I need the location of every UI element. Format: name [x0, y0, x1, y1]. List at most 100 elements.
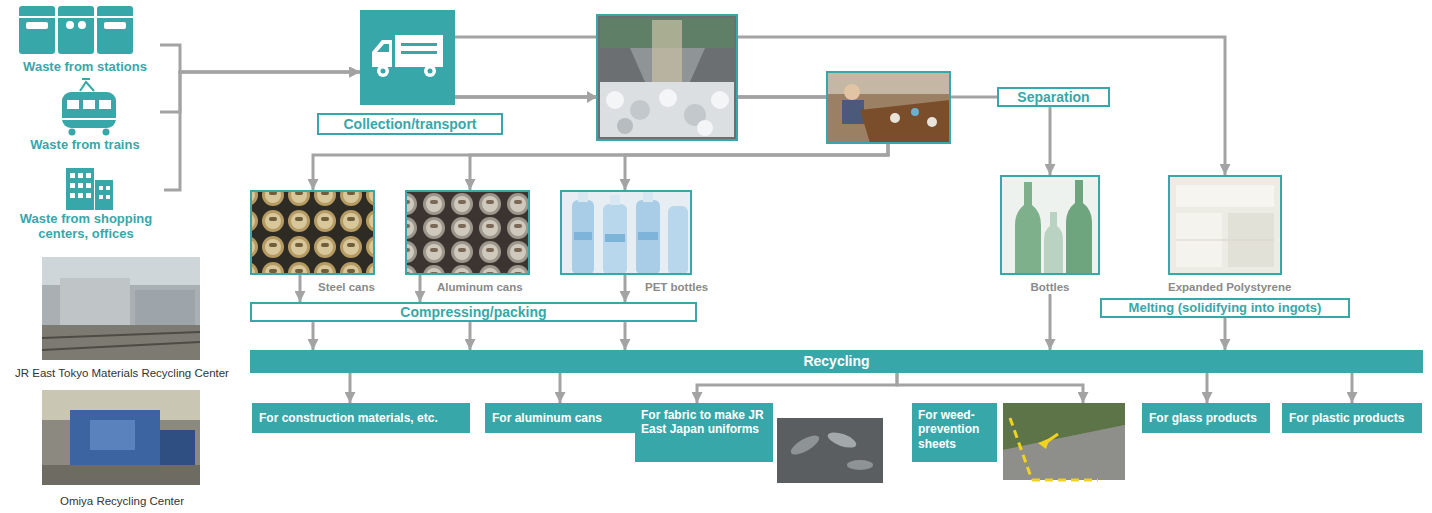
- sorting-line-photo-part: [597, 15, 737, 140]
- pet-bottles-photo-part: [603, 204, 627, 275]
- process-label: Recycling: [803, 353, 869, 370]
- pet-bottles-photo-part: [560, 190, 692, 275]
- process-box: Melting (solidifying into ingots): [1100, 298, 1350, 318]
- building-icon-part: [70, 193, 75, 198]
- building-icon-part: [66, 168, 94, 210]
- flow-connector: [897, 373, 1083, 403]
- sorting-line-photo-part: [659, 89, 677, 107]
- station-bins-icon-part: [19, 6, 55, 54]
- station-bins-icon-part: [104, 22, 126, 29]
- train-icon-part: [82, 78, 90, 80]
- source-label: Waste from shopping centers, offices: [8, 212, 164, 242]
- building-icon-part: [86, 193, 91, 198]
- hand-sorting-photo-part: [844, 84, 860, 100]
- omiya-center-photo-part: [160, 430, 195, 470]
- photo-caption: JR East Tokyo Materials Recycling Center: [4, 366, 240, 380]
- truck-icon-part: [377, 65, 389, 77]
- flow-connector: [1351, 373, 1354, 403]
- weed-sheet-photo-part: [1045, 434, 1058, 443]
- material-photo-box: Steel cans: [250, 190, 375, 275]
- hand-sorting-photo-part: [927, 117, 937, 127]
- tokyo-center-photo-part: [42, 342, 200, 350]
- train-icon-part: [99, 100, 111, 109]
- flow-connector: [349, 373, 352, 403]
- building-icon-part: [86, 173, 91, 178]
- output-box: For aluminum cans: [485, 403, 637, 433]
- sorting-line-photo: [597, 15, 737, 140]
- source-node: Waste from trains: [10, 86, 160, 153]
- flow-connector: [312, 322, 315, 350]
- output-box: For weed-prevention sheets: [912, 403, 1125, 480]
- pet-bottles-photo-part: [572, 200, 594, 275]
- weed-sheet-photo-part: [1032, 479, 1098, 482]
- process-label: For construction materials, etc.: [259, 411, 438, 425]
- truck-icon-part: [395, 35, 443, 67]
- source-node: Waste from stations: [10, 4, 160, 75]
- sorting-line-photo-part: [711, 91, 729, 109]
- steel-cans-photo: [250, 190, 375, 275]
- train-icon: [62, 79, 116, 136]
- output-label-box: For fabric to make JR East Japan uniform…: [635, 403, 773, 462]
- hand-sorting-photo: [827, 72, 950, 143]
- pet-bottles-photo-part: [638, 232, 658, 240]
- truck-icon-part: [372, 40, 392, 67]
- uniform-fabric-photo-part: [777, 418, 883, 483]
- building-icon-part: [86, 183, 91, 188]
- aluminum-cans-photo-part: [405, 190, 530, 275]
- tokyo-center-photo-part: [42, 325, 200, 360]
- truck-icon-part: [401, 43, 437, 46]
- building-icon-part: [106, 195, 110, 199]
- tokyo-center-photo-part: [42, 332, 200, 338]
- transport-node: Collection/transport: [360, 10, 455, 105]
- truck-icon: [360, 10, 455, 105]
- building-icon: [66, 168, 113, 210]
- material-photo-box: Expanded Polystyrene: [1168, 175, 1282, 294]
- output-label: For fabric to make JR East Japan uniform…: [641, 408, 767, 437]
- station-bins-icon-part: [78, 21, 86, 29]
- material-photo-box: PET bottles: [560, 190, 692, 275]
- train-icon-part: [83, 100, 95, 109]
- pet-bottles-photo-part: [574, 232, 592, 240]
- sorting-line-photo-part: [630, 100, 650, 120]
- weed-sheet-photo-part: [1010, 418, 1032, 480]
- building-icon-part: [99, 186, 103, 190]
- glass-bottles-photo-part: [1015, 182, 1041, 275]
- source-node: Waste from shopping centers, offices: [8, 164, 164, 242]
- uniform-fabric-photo: [777, 418, 883, 483]
- sorting-line-photo-part: [652, 20, 682, 82]
- photo-caption: PET bottles: [645, 280, 708, 294]
- photo-frame: [1000, 175, 1100, 275]
- uniform-fabric-photo-part: [847, 460, 873, 470]
- train-icon-part: [62, 92, 116, 128]
- tokyo-center-photo: [42, 257, 200, 360]
- flow-connector: [469, 322, 472, 350]
- polystyrene-photo-part: [1176, 185, 1274, 207]
- uniform-fabric-photo-part: [788, 432, 822, 458]
- omiya-center-photo-part: [42, 465, 200, 485]
- output-box: For fabric to make JR East Japan uniform…: [635, 403, 883, 483]
- material-photo-box: Bottles: [1000, 175, 1100, 294]
- steel-cans-photo-part: [250, 190, 375, 275]
- station-bins-icon-part: [58, 6, 94, 54]
- flow-connector: [624, 275, 627, 302]
- flow-arrowhead: [587, 91, 597, 103]
- sorting-line-photo-part: [597, 15, 737, 140]
- flow-connector: [455, 37, 1225, 175]
- uniform-fabric-photo-part: [826, 429, 858, 451]
- glass-bottles-photo-part: [1000, 175, 1100, 275]
- station-bins-icon-part: [19, 16, 55, 18]
- building-icon-part: [78, 183, 83, 188]
- truck-icon-part: [381, 69, 386, 74]
- building-icon-part: [95, 180, 113, 210]
- process-box: Separation: [997, 87, 1110, 107]
- pet-bottles-photo-part: [643, 192, 653, 202]
- hand-sorting-photo-part: [827, 72, 950, 143]
- material-photo-box: Aluminum cans: [405, 190, 530, 275]
- process-label: Compressing/packing: [400, 304, 546, 320]
- truck-icon-part: [377, 44, 389, 52]
- hand-sorting-photo-part: [827, 72, 950, 143]
- train-icon-part: [69, 129, 76, 136]
- output-box: For plastic products: [1282, 403, 1422, 433]
- flow-connector: [419, 275, 422, 302]
